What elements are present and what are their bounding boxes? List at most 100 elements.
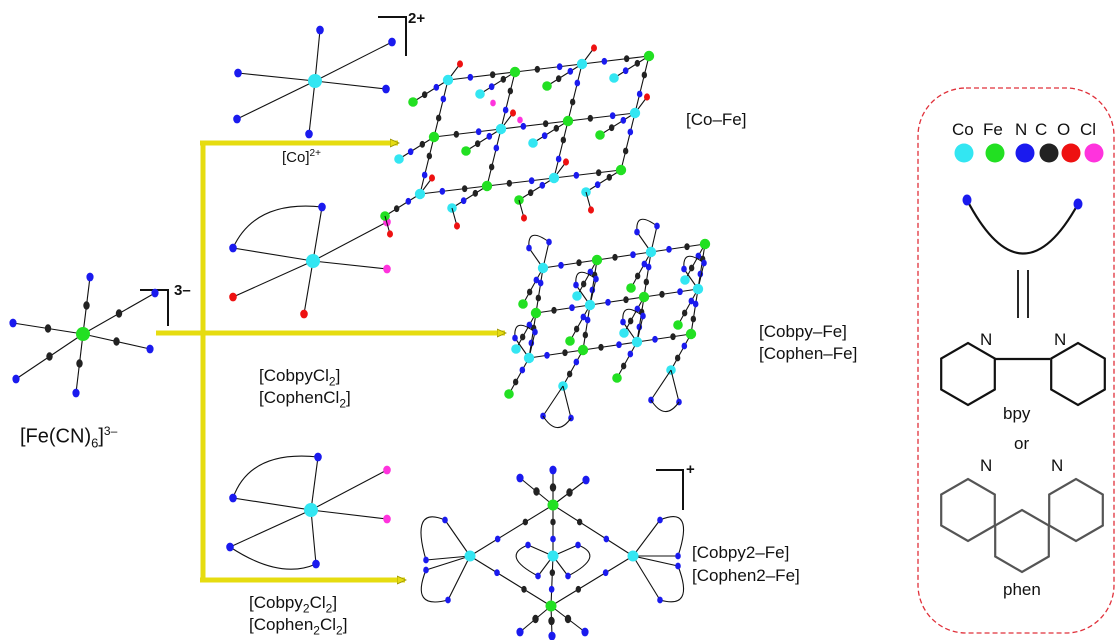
product-cofe-label: [Co–Fe] [686, 110, 747, 129]
cobpy2fe-cluster [420, 465, 685, 640]
n-atom [584, 316, 591, 324]
c-atom [562, 349, 568, 357]
c-atom [623, 296, 629, 304]
c-atom [533, 487, 540, 496]
bond [528, 349, 584, 359]
n-atom [9, 318, 17, 328]
o-atom [591, 44, 597, 52]
ligand-arc [528, 234, 550, 249]
legend-phen-ring-left [940, 477, 996, 543]
n-atom [526, 321, 533, 329]
co-charge-bracket [378, 16, 407, 56]
n-atom [528, 177, 535, 185]
n-atom [494, 535, 501, 543]
n-atom [234, 68, 242, 78]
bond [542, 385, 564, 417]
bond [582, 341, 638, 351]
n-atom [305, 129, 313, 139]
n-atom [318, 202, 326, 212]
n-atom [657, 596, 663, 604]
n-atom [645, 263, 652, 271]
n-atom [620, 116, 627, 124]
product-cobpyfe-label-2: [Cophen–Fe] [759, 344, 858, 363]
precursor-label: [Fe(CN)6]3– [20, 424, 117, 451]
n-atom [516, 627, 524, 637]
cobpy2-label-1-sub: 2 [302, 601, 310, 616]
legend-element-n: N [1015, 120, 1028, 139]
c-atom [426, 152, 433, 160]
fe-atom [699, 238, 711, 250]
n-atom [675, 562, 681, 570]
legend-dot-cl [1084, 143, 1104, 163]
precursor-label-main: [Fe(CN) [20, 425, 92, 448]
c-atom [684, 243, 690, 251]
n-atom [488, 83, 495, 91]
o-atom [300, 309, 308, 319]
n-atom [677, 288, 683, 296]
bond [433, 79, 449, 138]
bond [553, 120, 569, 179]
cobpy-label-2-main: [CophenCl [259, 388, 340, 407]
n-atom [445, 596, 451, 604]
n-atom [229, 493, 237, 503]
c-atom [512, 378, 519, 386]
legend-ligand-n-left [962, 194, 972, 206]
n-atom [407, 148, 414, 156]
c-atom [115, 309, 123, 318]
bond [303, 260, 314, 315]
co-atom [306, 254, 320, 268]
c-atom [587, 114, 594, 122]
n-atom [314, 452, 322, 462]
n-atom [486, 132, 493, 140]
cobpy-label-2-close: ] [346, 388, 351, 407]
n-atom [442, 516, 448, 524]
bond [232, 260, 314, 298]
fe-atom [504, 389, 514, 399]
o-atom [229, 292, 237, 302]
n-atom [609, 112, 616, 120]
n-atom [512, 334, 518, 342]
bond [444, 519, 471, 557]
n-atom [620, 318, 626, 326]
co-atom [394, 154, 404, 164]
c-atom [474, 140, 481, 148]
n-atom [573, 281, 579, 289]
bond [567, 112, 636, 122]
c-atom [634, 272, 641, 280]
bond [650, 369, 672, 401]
co-charge: 2+ [408, 10, 426, 27]
n-atom [519, 366, 526, 374]
n-atom [640, 312, 646, 320]
n-atom [316, 25, 324, 35]
n-atom [312, 559, 320, 569]
n-atom [581, 627, 589, 637]
fe-atom [643, 50, 655, 62]
n-atom [688, 297, 695, 305]
n-atom [146, 344, 154, 354]
c-atom [623, 55, 630, 63]
c-atom [461, 185, 468, 193]
c-atom [560, 136, 567, 144]
co-atom [475, 89, 485, 99]
c-atom [576, 259, 582, 267]
c-atom [569, 98, 576, 106]
legend-dot-fe [985, 143, 1005, 163]
fe-atom [408, 97, 418, 107]
legend-ligand-n-right [1073, 198, 1083, 210]
c-atom [534, 65, 541, 73]
ligand-arc [636, 218, 658, 233]
c-atom [419, 140, 426, 148]
bond [500, 71, 516, 130]
c-atom [76, 359, 83, 368]
co-atom [537, 262, 549, 274]
legend-graphics [940, 143, 1106, 574]
bond [522, 267, 544, 305]
fe-atom [562, 115, 574, 127]
bond [632, 519, 661, 557]
c-atom [548, 616, 555, 626]
product-cobpy2fe-charge: + [686, 461, 695, 478]
bond [310, 469, 388, 511]
co-atom [619, 328, 629, 338]
bond [425, 555, 471, 571]
bond [314, 80, 387, 90]
